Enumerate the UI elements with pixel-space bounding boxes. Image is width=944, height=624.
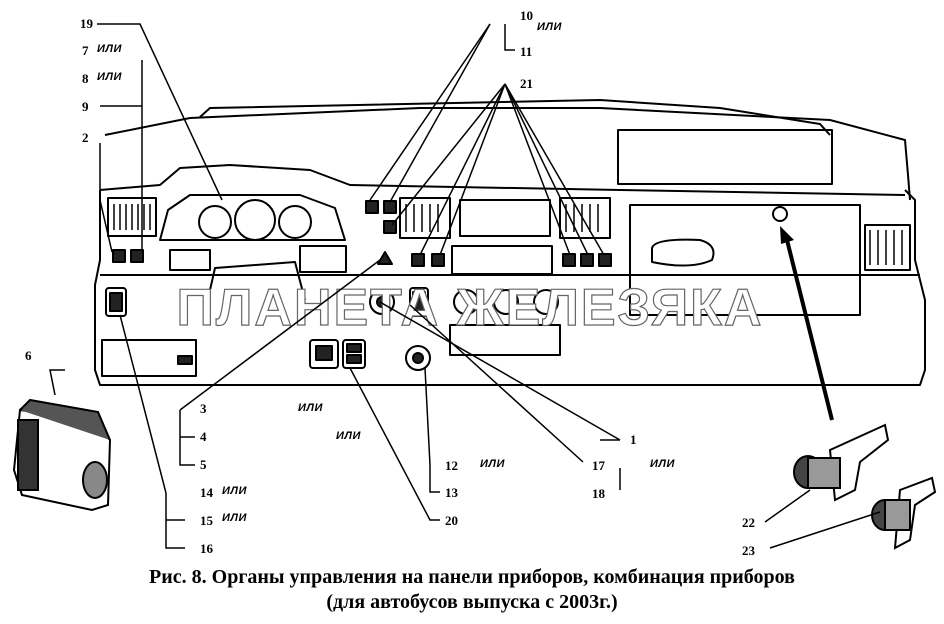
center-low-switch-b [431, 253, 445, 267]
cluster-panel-left [169, 249, 211, 271]
center-low-switch-a [411, 253, 425, 267]
callout-15: 15 [200, 513, 214, 528]
callout-10: 10 [520, 8, 533, 23]
callout-18: 18 [592, 486, 606, 501]
callout-5: 5 [200, 457, 207, 472]
lower-left-panel [101, 339, 197, 377]
callout-8: 8 [82, 71, 89, 86]
center-low-switch-d [580, 253, 594, 267]
heater-knob-a [453, 289, 479, 315]
callout-7: 7 [82, 43, 89, 58]
center-switch-b [383, 200, 397, 214]
or-label-12: ИЛИ [480, 458, 505, 470]
or-label-17: ИЛИ [650, 458, 675, 470]
radio-slot [451, 245, 553, 275]
glovebox [629, 204, 861, 316]
gauge-right [278, 205, 312, 239]
or-label-7: ИЛИ [97, 43, 122, 55]
center-rocker-switch-key [412, 291, 426, 313]
cigarette-lighter [405, 345, 431, 371]
left-switch-b [130, 249, 144, 263]
callout-14: 14 [200, 485, 214, 500]
or-label-10: ИЛИ [537, 21, 562, 33]
callout-11: 11 [520, 44, 532, 59]
gauge-speedometer [234, 199, 276, 241]
figure-caption-line2: (для автобусов выпуска с 2003г.) [326, 591, 618, 613]
watermark: ПЛАНЕТА ЖЕЛЕЗЯКА [177, 279, 764, 337]
lower-switch-pair-top [346, 343, 362, 353]
right-vent-slats [869, 230, 903, 265]
callout-3: 3 [200, 401, 207, 416]
left-vent [107, 197, 157, 237]
light-switch-rocker [109, 292, 123, 312]
callout-12: 12 [445, 458, 458, 473]
gauge-left [198, 205, 232, 239]
or-label-14: ИЛИ [222, 485, 247, 497]
lower-switch-pair-bottom [346, 354, 362, 364]
figure-caption-line1: Рис. 8. Органы управления на панели приб… [149, 566, 795, 588]
center-display [459, 199, 551, 237]
callout-4: 4 [200, 429, 207, 444]
glovebox-lock [772, 206, 788, 222]
left-switch-a [112, 249, 126, 263]
lower-switch-pair [342, 339, 366, 369]
center-rocker-switch [409, 287, 429, 317]
center-vent-right [559, 197, 611, 239]
callout-17: 17 [592, 458, 606, 473]
heater-knob-left [369, 289, 395, 315]
center-switch-a [365, 200, 379, 214]
lower-switch-left [309, 339, 339, 369]
steering-column-opening [209, 261, 306, 301]
callout-13: 13 [445, 485, 459, 500]
callout-9: 9 [82, 99, 89, 114]
center-vent-left [399, 197, 451, 239]
callout-1: 1 [630, 432, 637, 447]
callout-19: 19 [80, 16, 94, 31]
heater-knob-b [493, 289, 519, 315]
leader-lines [49, 23, 881, 549]
glovebox-handle [651, 238, 715, 267]
callout-23: 23 [742, 543, 756, 558]
instrument-cluster-hood [159, 194, 346, 241]
center-console-tray [449, 324, 561, 356]
callout-22: 22 [742, 515, 755, 530]
lower-switch-left-key [315, 345, 333, 361]
callout-21: 21 [520, 76, 533, 91]
callout-2: 2 [82, 130, 89, 145]
lower-left-latch [177, 355, 193, 365]
passenger-airbag-panel [617, 129, 833, 185]
light-switch [105, 287, 127, 317]
detail-socket-22 [793, 423, 890, 502]
cigarette-lighter-center [412, 352, 424, 364]
or-label-15: ИЛИ [222, 512, 247, 524]
callout-6: 6 [25, 348, 32, 363]
center-low-switch-c [562, 253, 576, 267]
center-vent-left-slats [405, 204, 439, 232]
right-vent [864, 224, 911, 271]
dashboard-body-outline [94, 189, 926, 386]
hazard-button [377, 251, 393, 265]
detail-socket-23 [871, 476, 937, 550]
left-vent-slats [113, 204, 151, 230]
cluster-panel-right [299, 245, 347, 273]
or-label-3: ИЛИ [298, 402, 323, 414]
callout-16: 16 [200, 541, 214, 556]
center-low-switch-e [598, 253, 612, 267]
or-label-4: ИЛИ [336, 430, 361, 442]
arrow-to-lock [780, 226, 834, 421]
callout-20: 20 [445, 513, 458, 528]
dashboard-top-outline [104, 107, 911, 201]
heater-knob-c [533, 289, 559, 315]
dashboard-upper-contour [99, 164, 906, 196]
windshield-strip [199, 99, 831, 136]
or-label-8: ИЛИ [97, 71, 122, 83]
detail-switch-module [12, 398, 112, 512]
